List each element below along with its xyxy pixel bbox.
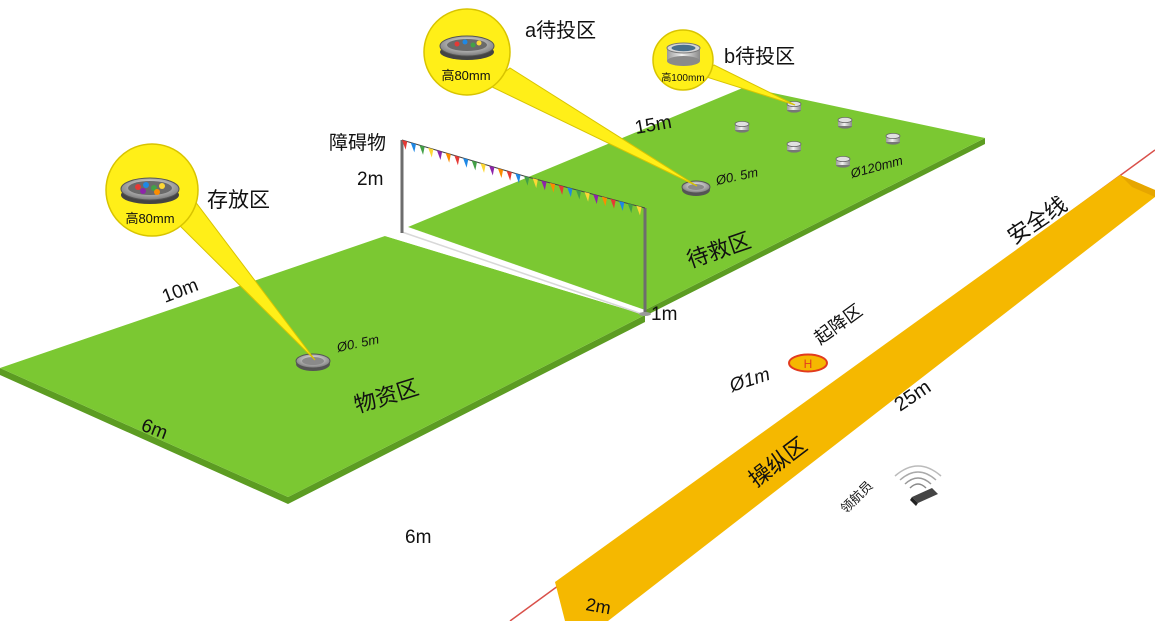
pennant-flag [506, 170, 512, 181]
pennant-flag [619, 201, 625, 211]
drop-b-callout-height: 高100mm [661, 71, 704, 84]
pennant-flag [419, 145, 425, 155]
storage-target [295, 353, 331, 371]
storage-callout: 高80mm [105, 143, 316, 361]
pennant-flag [567, 187, 573, 198]
drop-a-callout-height: 高80mm [441, 68, 490, 83]
obstacle-label: 障碍物 [329, 132, 386, 154]
pennant-flag [402, 140, 408, 150]
pennant-flag [627, 203, 633, 214]
drop-b-callout: 高100mm [652, 29, 796, 106]
cylinder-target [837, 117, 853, 129]
obstacle-offset-label: 1m [651, 304, 677, 325]
pennant-flag [593, 194, 599, 204]
drop-a-target [681, 180, 711, 196]
pennant-flag [445, 152, 451, 163]
pennant-flag [532, 178, 538, 188]
pennant-flag [454, 155, 460, 166]
cylinder-target [786, 140, 802, 153]
obstacle-height-label: 2m [357, 169, 383, 190]
rescue-field [408, 87, 985, 310]
pennant-flag [497, 168, 504, 179]
helipad-diameter-label: Ø1m [726, 364, 773, 397]
tray-with-balls-icon [120, 177, 180, 204]
helipad: H [788, 353, 828, 373]
pennant-flag [524, 176, 530, 186]
cylinder-target [835, 155, 851, 168]
pennant-flag [549, 182, 556, 193]
pennant-flag [463, 158, 469, 168]
pennant-flag [558, 185, 564, 195]
pennant-flag [480, 163, 486, 173]
helipad-mark: H [804, 357, 813, 371]
drop-a-callout: 高80mm [423, 8, 698, 187]
obstacle-pole-foot [639, 312, 651, 316]
navigator-label: 领航员 [838, 478, 876, 516]
pennant-flag [584, 192, 590, 202]
cylinder-target [734, 121, 750, 133]
pennant-flag [428, 147, 434, 158]
pennant-flag [575, 189, 582, 200]
pennant-flag [471, 160, 477, 171]
cylinder-target-icon [666, 42, 701, 66]
pennant-flag [610, 198, 616, 209]
cylinder-target [885, 132, 901, 145]
storage-zone-label: 存放区 [207, 189, 270, 212]
obstacle-base-line [401, 231, 643, 315]
landing-zone-label: 起降区 [811, 300, 866, 348]
pennant-flag [541, 180, 547, 191]
obstacle-gate [400, 139, 651, 316]
pennant-flag [410, 142, 416, 153]
pilot-width-label: 2m [584, 594, 612, 618]
drop-a-zone-label: a待投区 [525, 19, 596, 42]
pennant-flag [489, 165, 495, 176]
pennant-flag [515, 173, 521, 184]
pennant-flag [436, 150, 443, 161]
storage-callout-height: 高80mm [125, 211, 174, 226]
obstacle-pennants [402, 140, 642, 216]
pilot-zone [555, 175, 1155, 621]
tray-with-balls-icon [439, 35, 495, 60]
pennant-flag [636, 205, 642, 216]
drop-b-zone-label: b待投区 [724, 45, 795, 68]
gap-to-pilot-label: 6m [405, 527, 431, 548]
pennant-flag [601, 196, 607, 207]
pilot-zone-edge [1120, 175, 1155, 197]
drop-b-targets [734, 101, 901, 168]
navigator-signal-icon [894, 465, 942, 506]
